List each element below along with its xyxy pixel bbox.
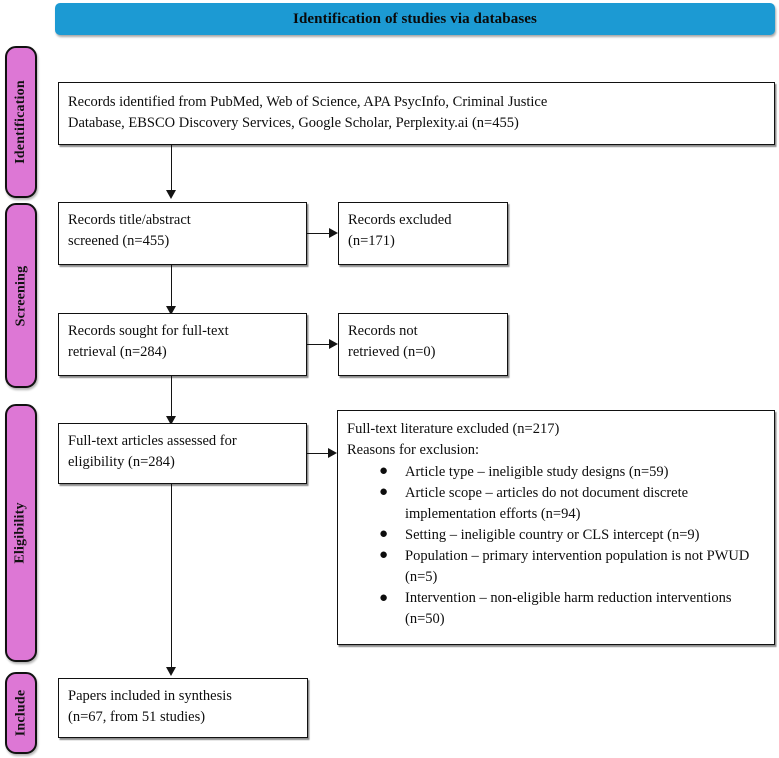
bullet-icon: ● (379, 547, 389, 564)
records-not-retrieved-line2: retrieved (n=0) (348, 344, 436, 361)
arrowhead-assessed-to-included-icon (166, 667, 176, 676)
box-records-not-retrieved: Records not retrieved (n=0) (338, 313, 508, 376)
fulltext-assessed-line1: Full-text articles assessed for (68, 433, 237, 449)
stage-tab-include: Include (5, 672, 37, 754)
connector-assessed-to-included (171, 484, 173, 670)
bullet-icon: ● (379, 463, 389, 480)
connector-identified-to-screened (171, 145, 173, 193)
diagram-header-banner: Identification of studies via databases (55, 3, 775, 35)
bullet-icon: ● (379, 526, 389, 543)
connector-sought-to-assessed (171, 376, 173, 419)
arrowhead-screened-to-excluded-icon (329, 228, 338, 238)
list-item: ● Article type – ineligible study design… (377, 462, 766, 483)
records-not-retrieved-line1: Records not (348, 323, 418, 339)
records-excluded-line1: Records excluded (348, 212, 452, 228)
records-screened-line2: screened (n=455) (68, 233, 170, 250)
stage-label-identification: Identification (13, 80, 29, 164)
records-sought-line2: retrieval (n=284) (68, 344, 167, 361)
box-fulltext-assessed: Full-text articles assessed for eligibil… (58, 423, 307, 484)
list-item: ● Intervention – non-eligible harm reduc… (377, 588, 766, 630)
bullet-icon: ● (379, 589, 389, 606)
connector-sought-to-not-retrieved (307, 344, 331, 346)
stage-tab-screening: Screening (5, 203, 37, 388)
exclusion-reason-text: Article type – ineligible study designs … (405, 463, 669, 480)
stage-tab-identification: Identification (5, 46, 37, 198)
arrowhead-sought-to-assessed-icon (166, 416, 176, 425)
list-item: ● Article scope – articles do not docume… (377, 483, 766, 525)
connector-screened-to-sought (171, 265, 173, 309)
box-papers-included: Papers included in synthesis (n=67, from… (58, 678, 308, 738)
box-records-excluded: Records excluded (n=171) (338, 202, 508, 265)
fulltext-excluded-subheading: Reasons for exclusion: (347, 442, 480, 459)
exclusion-reason-text: Population – primary intervention popula… (405, 547, 750, 585)
box-fulltext-excluded: Full-text literature excluded (n=217) Re… (337, 410, 775, 645)
list-item: ● Population – primary intervention popu… (377, 546, 766, 588)
exclusion-reason-text: Setting – ineligible country or CLS inte… (405, 526, 700, 543)
fulltext-excluded-heading: Full-text literature excluded (n=217) (347, 421, 560, 437)
stage-label-include: Include (13, 689, 28, 737)
box-records-screened: Records title/abstract screened (n=455) (58, 202, 307, 265)
exclusion-reason-list: ● Article type – ineligible study design… (347, 462, 766, 630)
exclusion-reason-text: Intervention – non-eligible harm reducti… (405, 590, 732, 628)
records-excluded-line2: (n=171) (348, 233, 395, 250)
records-identified-line2: Database, EBSCO Discovery Services, Goog… (68, 115, 519, 132)
list-item: ● Setting – ineligible country or CLS in… (377, 525, 766, 546)
arrowhead-identified-to-screened-icon (166, 190, 176, 199)
connector-assessed-to-excluded (307, 453, 330, 455)
connector-screened-to-excluded (307, 233, 331, 235)
exclusion-reason-text: Article scope – articles do not document… (405, 484, 689, 522)
records-sought-line1: Records sought for full-text (68, 323, 229, 339)
box-records-sought: Records sought for full-text retrieval (… (58, 313, 307, 376)
stage-label-screening: Screening (13, 265, 28, 326)
arrowhead-sought-to-not-retrieved-icon (329, 339, 338, 349)
records-identified-line1: Records identified from PubMed, Web of S… (68, 94, 548, 110)
arrowhead-assessed-to-excluded-icon (328, 448, 337, 458)
box-records-identified: Records identified from PubMed, Web of S… (58, 82, 775, 145)
arrowhead-screened-to-sought-icon (166, 306, 176, 315)
stage-label-eligibility: Eligibility (13, 502, 29, 564)
records-screened-line1: Records title/abstract (68, 212, 191, 228)
stage-tab-eligibility: Eligibility (5, 404, 37, 662)
papers-included-line1: Papers included in synthesis (68, 688, 232, 704)
papers-included-line2: (n=67, from 51 studies) (68, 709, 206, 726)
diagram-title: Identification of studies via databases (293, 10, 537, 27)
fulltext-assessed-line2: eligibility (n=284) (68, 454, 175, 471)
bullet-icon: ● (379, 484, 389, 501)
